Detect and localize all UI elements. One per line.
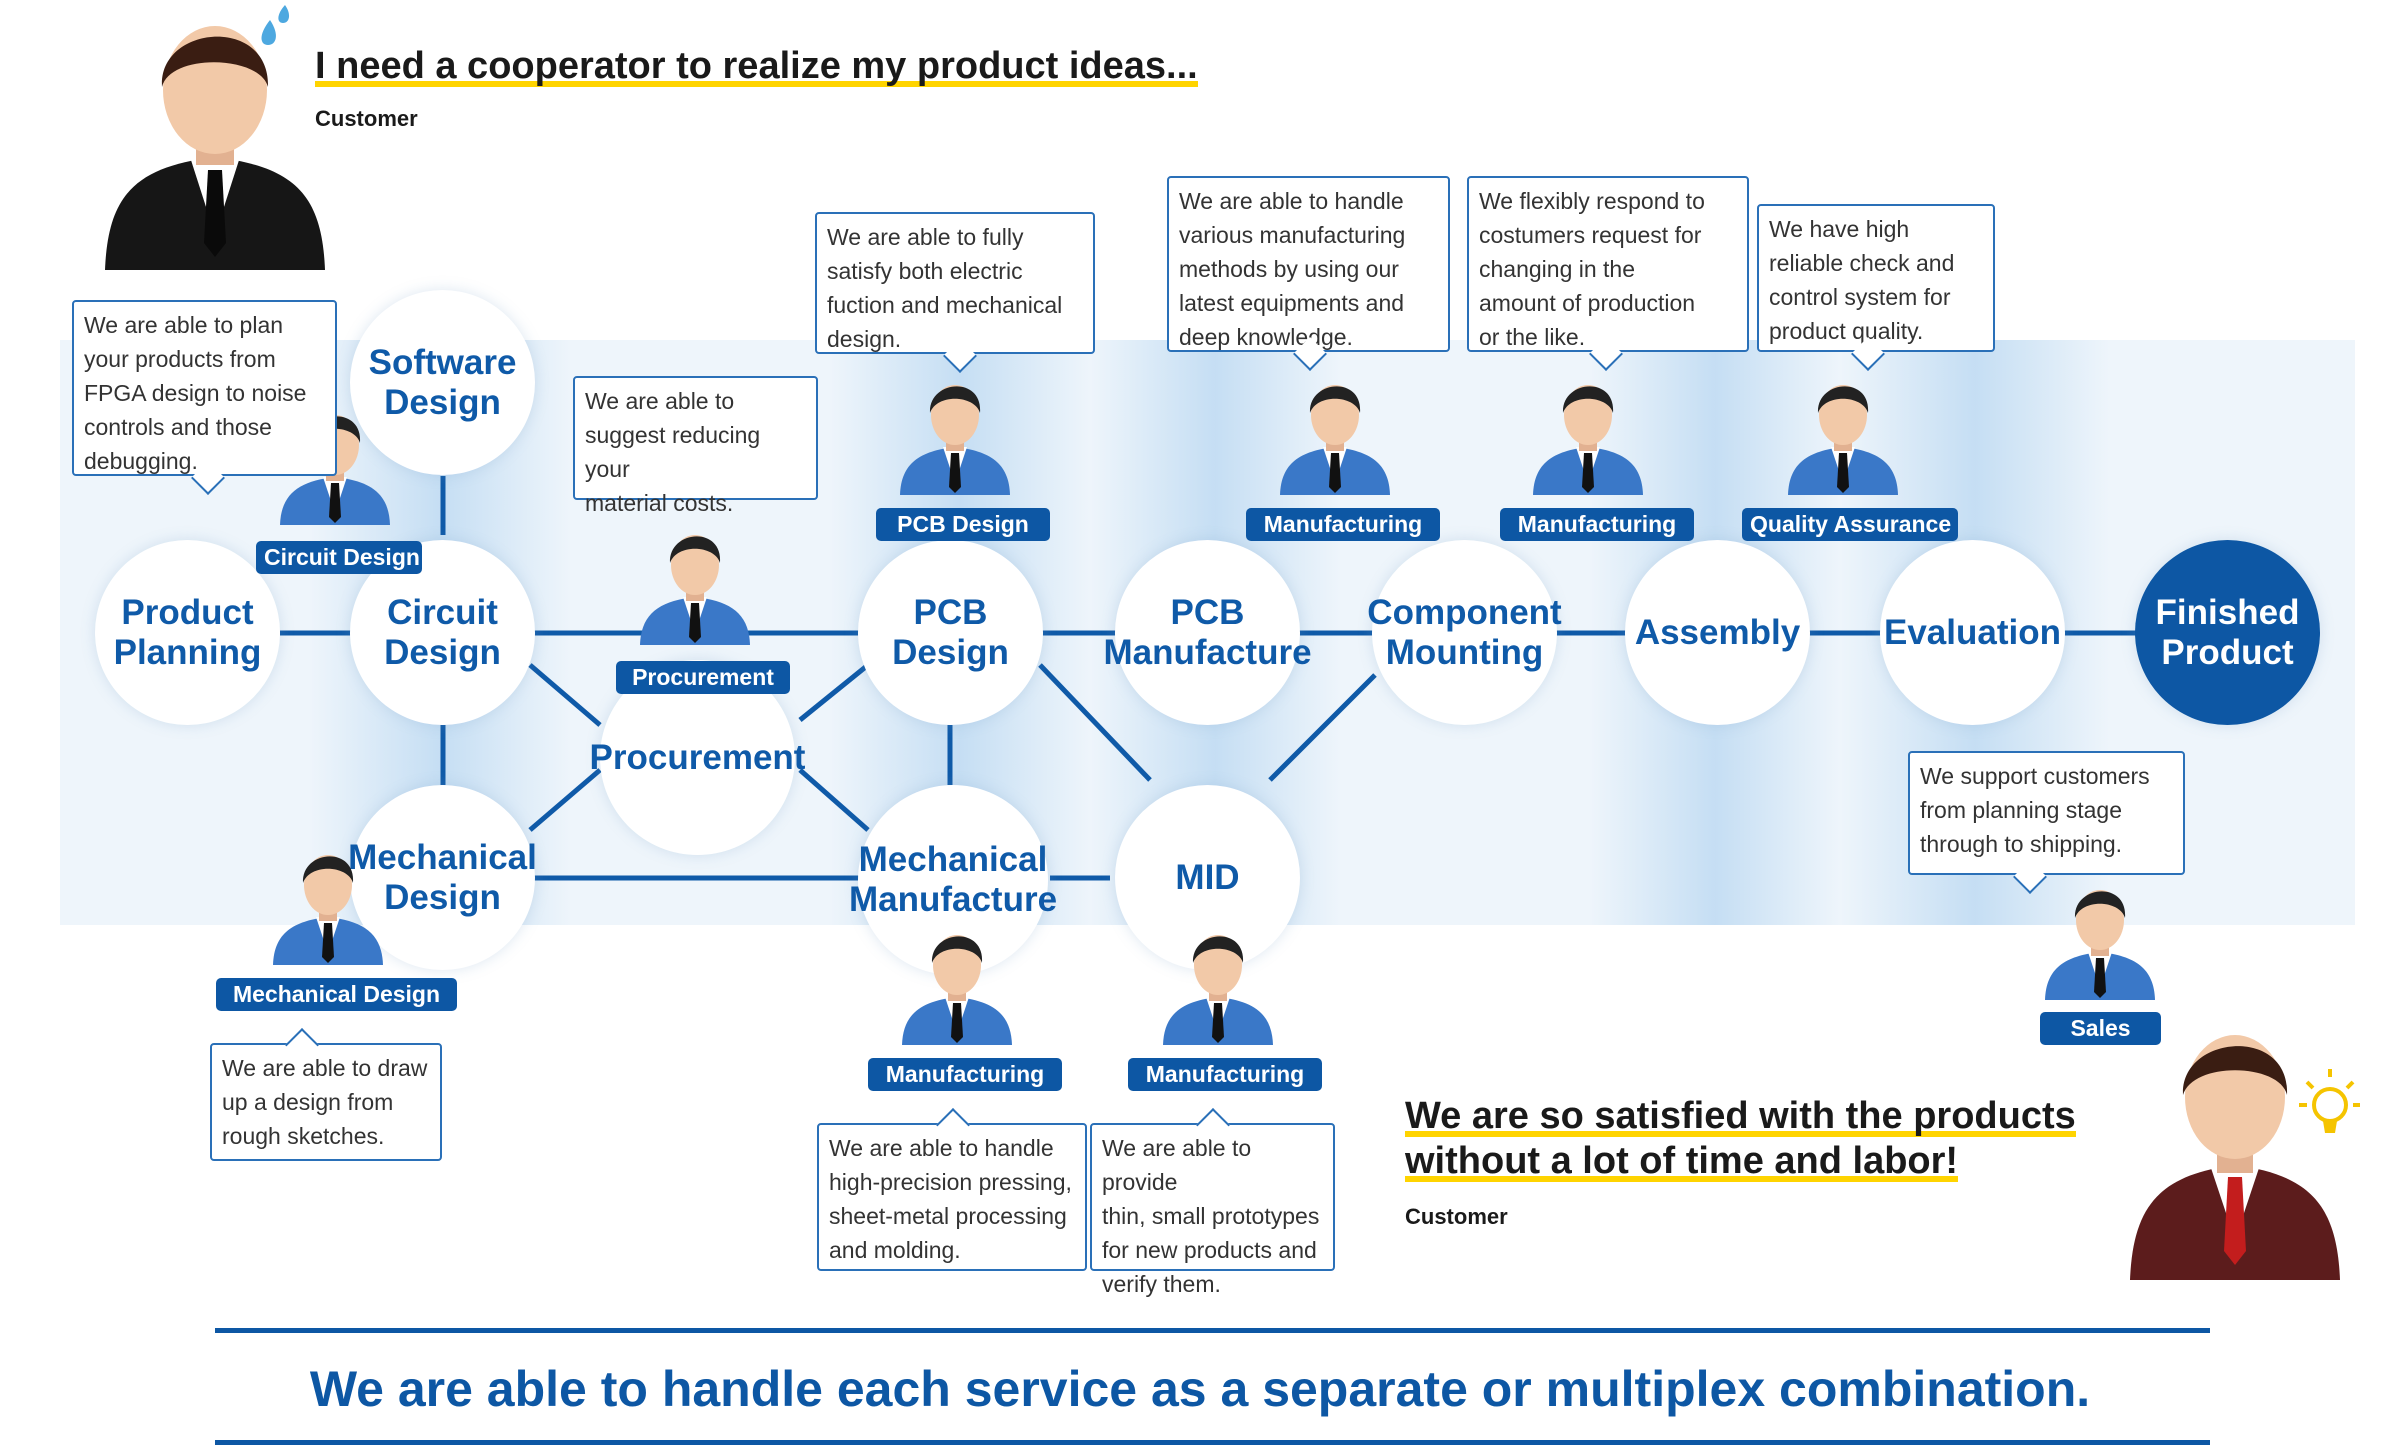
connector-procurement-mechmanufacture xyxy=(798,768,870,832)
footer-rule-bottom xyxy=(215,1440,2210,1445)
role-tag-pcb-design: PCB Design xyxy=(876,508,1050,541)
role-tag-manufacturing: Manufacturing xyxy=(868,1058,1062,1091)
staff-person-icon xyxy=(273,855,383,965)
node-pcb-manufacture: PCB Manufacture xyxy=(1103,540,1312,725)
staff-person-icon xyxy=(1533,385,1643,495)
node-software-design: Software Design xyxy=(350,290,535,475)
footer-statement: We are able to handle each service as a … xyxy=(309,1361,2091,1417)
node-evaluation: Evaluation xyxy=(1880,540,2065,725)
role-tag-mechanical-design: Mechanical Design xyxy=(216,978,457,1011)
node-mechanical-design: Mechanical Design xyxy=(348,785,537,970)
bubble-pcb-manufacture: We are able to handle various manufactur… xyxy=(1167,176,1450,352)
role-tag-procurement: Procurement xyxy=(616,661,790,694)
bubble-circuit-design: We are able to plan your products from F… xyxy=(72,300,337,476)
bubble-procurement: We are able to suggest reducing your mat… xyxy=(573,376,818,516)
top-customer-label: Customer xyxy=(315,106,418,131)
connector-mid-mounting xyxy=(1268,673,1377,782)
role-tag-sales: Sales xyxy=(2040,1012,2161,1045)
node-assembly: Assembly xyxy=(1625,540,1810,725)
staff-person-icon xyxy=(2045,890,2155,1000)
bubble-sales: We support customers from planning stage… xyxy=(1908,751,2185,875)
staff-person-icon xyxy=(900,385,1010,495)
staff-person-icon xyxy=(1163,935,1273,1045)
staff-person-icon xyxy=(1280,385,1390,495)
bottom-customer-headline-1: We are so satisfied with the products xyxy=(1405,1095,2076,1137)
bubble-component-mounting: We flexibly respond to costumers request… xyxy=(1467,176,1749,352)
connector-circuit-procurement xyxy=(528,663,602,727)
bubble-mechanical-manufacture: We are able to handle high-precision pre… xyxy=(817,1123,1087,1271)
role-tag-circuit-design: Circuit Design xyxy=(256,541,422,574)
staff-person-icon xyxy=(640,535,750,645)
role-tag-quality-assurance: Quality Assurance xyxy=(1742,508,1958,541)
connector-procurement-pcb xyxy=(798,663,870,722)
node-product-planning: Product Planning xyxy=(95,540,280,725)
connector-pcb-mid xyxy=(1038,663,1152,782)
node-finished-product: Finished Product xyxy=(2135,540,2320,725)
staff-person-icon xyxy=(1788,385,1898,495)
footer-rule-top xyxy=(215,1328,2210,1333)
bubble-pcb-design: We are able to fully satisfy both electr… xyxy=(815,212,1095,354)
top-customer-headline: I need a cooperator to realize my produc… xyxy=(315,45,1198,87)
satisfied-customer-icon xyxy=(2130,1035,2360,1280)
role-tag-manufacturing: Manufacturing xyxy=(1128,1058,1322,1091)
node-mechanical-manufacture: Mechanical Manufacture xyxy=(849,785,1057,975)
role-tag-manufacturing: Manufacturing xyxy=(1246,508,1440,541)
bubble-mid: We are able to provide thin, small proto… xyxy=(1090,1123,1335,1297)
bottom-customer-headline-2: without a lot of time and labor! xyxy=(1405,1140,1959,1182)
node-pcb-design: PCB Design xyxy=(858,540,1043,725)
connector-mechanical-procurement xyxy=(528,768,602,832)
bubble-quality-assurance: We have high reliable check and control … xyxy=(1757,204,1995,352)
staff-person-icon xyxy=(902,935,1012,1045)
node-component-mounting: Component Mounting xyxy=(1367,540,1562,725)
bottom-customer-label: Customer xyxy=(1405,1204,1508,1229)
role-tag-manufacturing: Manufacturing xyxy=(1500,508,1694,541)
worried-customer-icon xyxy=(105,5,325,270)
bubble-mechanical-design: We are able to draw up a design from rou… xyxy=(210,1043,442,1161)
